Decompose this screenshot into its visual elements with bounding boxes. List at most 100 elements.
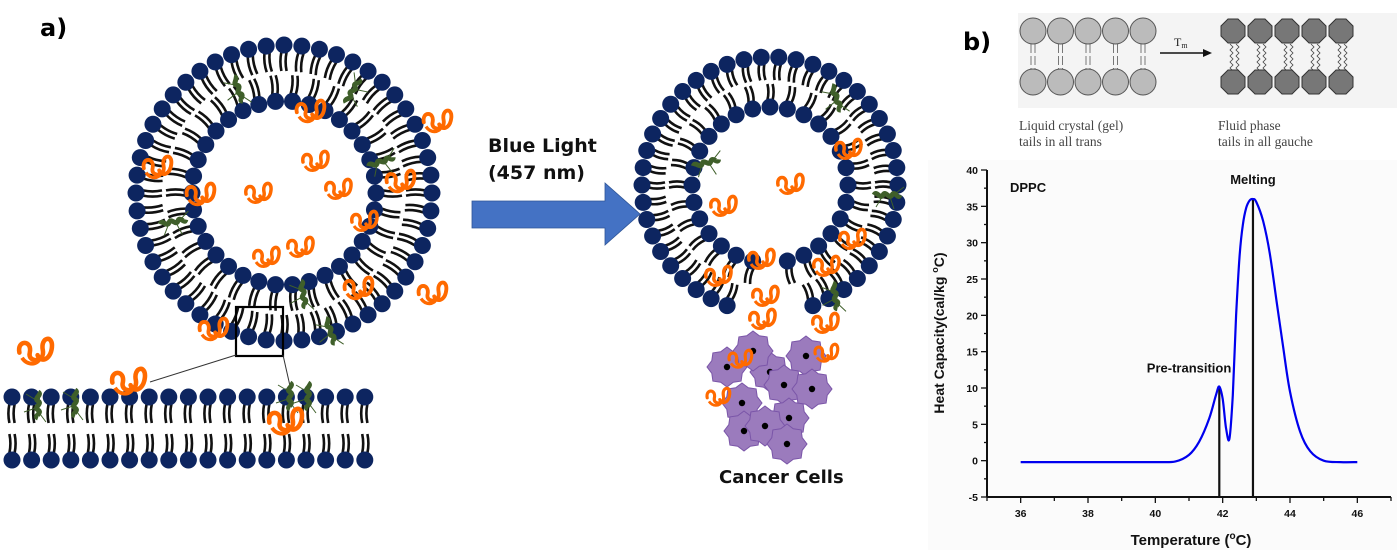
lipid-tail [857, 240, 873, 252]
encapsulated-protein-icon [324, 177, 353, 200]
lipid-tail [223, 433, 228, 454]
bilayer-bottom-lipid [238, 451, 256, 469]
lipid-tail [382, 263, 400, 277]
outer-lipid [752, 48, 770, 66]
lipid-tail [191, 85, 206, 102]
encapsulated-protein-icon [286, 235, 315, 258]
lipid-tail [325, 403, 330, 424]
lipid-tail [688, 262, 702, 277]
bilayer-top-lipid [101, 388, 119, 406]
lipid-tail [323, 59, 333, 79]
released-protein-icon [834, 137, 863, 160]
lipid-tail [864, 133, 881, 142]
lipid-tail [329, 280, 340, 299]
x-tick-label: 44 [1284, 508, 1296, 520]
lipid-tail [65, 403, 70, 424]
outer-lipid [257, 331, 275, 349]
protein-coil [751, 284, 780, 305]
lipid-tail [125, 433, 130, 454]
bilayer-bottom-lipid [23, 451, 41, 469]
lipid-tail [194, 114, 211, 129]
lipid-tail [405, 193, 426, 197]
lipid-tail [274, 74, 280, 95]
lipid-tail [299, 52, 305, 73]
lipid-tail [165, 193, 186, 197]
lipid-tail [268, 314, 274, 334]
membrane-protein-icon [141, 154, 174, 180]
lipid-tail [193, 256, 210, 272]
lipid-tail [181, 131, 200, 145]
lipid-tail [851, 205, 868, 212]
chart-y-axis-label: Heat Capacity(cal/kg oC) [930, 252, 947, 413]
lipid-tail [323, 307, 333, 326]
lipid-tail [834, 119, 849, 132]
protein-coil [813, 327, 831, 334]
encapsulated-protein-icon [252, 245, 281, 268]
fluid-tail [1289, 43, 1294, 75]
protein-coil [342, 275, 375, 298]
outer-lipid [406, 115, 424, 133]
x-tick-label: 40 [1149, 508, 1161, 520]
fluid-caption-line2: tails in all gauche [1218, 134, 1313, 149]
protein-coil [811, 311, 840, 332]
lipid-tail [247, 403, 252, 424]
lipid-tail [287, 433, 292, 454]
cell-nucleus-icon [723, 363, 731, 371]
lipid-tail [803, 92, 813, 109]
lipid-tail [188, 403, 193, 424]
lipid-tail [209, 433, 213, 454]
lipid-tail [722, 94, 733, 110]
lipid-tail [684, 259, 698, 273]
transition-arrowhead-icon [1203, 49, 1212, 57]
lipid-tail [833, 239, 848, 252]
gel-lipid-head [1129, 17, 1157, 45]
lipid-tail [337, 301, 349, 320]
membrane-peptide-icon [157, 210, 189, 236]
gel-caption-line1: Liquid crystal (gel) [1019, 118, 1124, 133]
lipid-tail [51, 403, 56, 424]
fluid-lipid-head [1220, 18, 1246, 44]
lipid-tail [32, 433, 37, 454]
lipid-tail [692, 118, 707, 131]
outer-lipid [884, 211, 902, 229]
lipid-tail [285, 314, 289, 335]
membrane-protein-icon [197, 316, 230, 342]
lipid-tail [824, 107, 837, 122]
lipid-tail [360, 433, 365, 454]
lipid-tail [849, 252, 864, 265]
peptide-chain [830, 83, 843, 113]
inner-lipid [267, 92, 285, 110]
inner-lipid [189, 151, 207, 169]
outer-lipid [406, 253, 424, 271]
lipid-tail [710, 78, 721, 94]
lipid-tail [227, 403, 232, 424]
protein-coil [286, 235, 315, 256]
protein-coil [270, 426, 293, 436]
lipid-tail [659, 133, 675, 143]
inner-lipid [683, 176, 701, 194]
zoom-box [234, 305, 285, 358]
lipid-tail [667, 118, 683, 130]
outer-lipid [687, 281, 705, 299]
lipid-tail [707, 252, 720, 267]
lipid-tail [664, 123, 680, 134]
bilayer-top-lipid [356, 388, 374, 406]
bilayer-top-lipid [199, 388, 217, 406]
lipid-tail [771, 83, 775, 101]
outer-lipid [131, 219, 149, 237]
fluid-tail [1310, 43, 1315, 75]
bilayer-top-lipid [160, 388, 178, 406]
outer-lipid [644, 125, 662, 143]
y-tick-label: 25 [966, 274, 978, 286]
protein-coil [345, 292, 364, 301]
lipid-tail [823, 249, 836, 264]
lipid-tail [368, 241, 387, 255]
lipid-tail [359, 403, 364, 424]
lipid-tail [365, 403, 369, 424]
lipid-tail [730, 69, 739, 86]
lipid-tail [203, 403, 207, 424]
lipid-tail [346, 433, 351, 454]
fluid-tail [1256, 43, 1261, 75]
bilayer-top-lipid [140, 388, 158, 406]
